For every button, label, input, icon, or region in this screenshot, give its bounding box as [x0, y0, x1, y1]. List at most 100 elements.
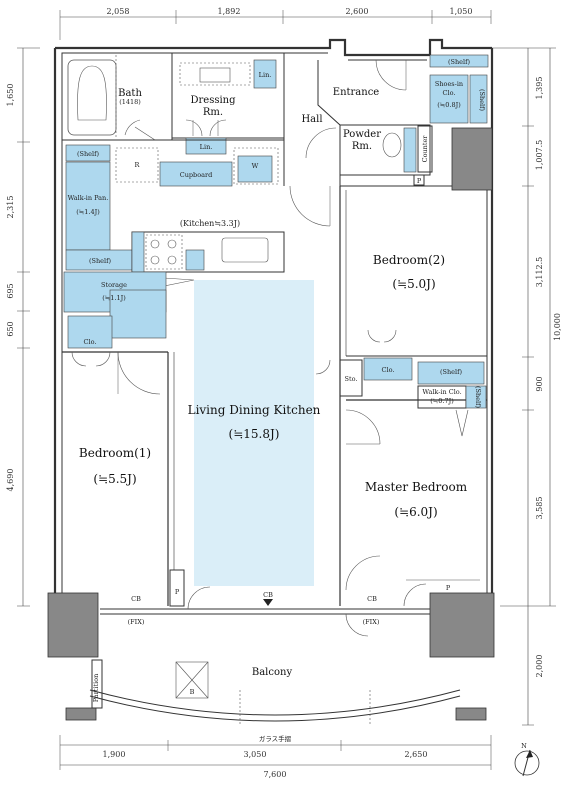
dressing-area: Lin. Dressing Rm. Lin. — [171, 52, 285, 155]
bath-label: Bath — [118, 88, 142, 99]
shelf-pantry2-label: (Shelf) — [89, 257, 112, 265]
right-dim-1: 1,395 — [535, 77, 544, 100]
fix-left-label: (FIX) — [128, 618, 145, 626]
kitchen-label: (Kitchen≒3.3J) — [180, 219, 240, 228]
bedroom1-label: Bedroom(1) — [79, 446, 151, 460]
entrance-label: Entrance — [333, 87, 380, 98]
entrance-area: Entrance Hall (Shelf) Shoes-in Clo. (≒0.… — [283, 53, 489, 186]
cupboard — [159, 161, 233, 187]
powder-label: Powder — [343, 129, 381, 140]
bottom-dim-total: 7,600 — [264, 770, 287, 779]
shelf-pantry — [65, 144, 111, 162]
storage-label: Storage — [101, 281, 127, 289]
pantry-area: (Shelf) Walk-in Pan. (≒1.4J) (Shelf) R C… — [65, 144, 279, 271]
north-label: N — [521, 742, 527, 750]
top-dim-2: 1,892 — [218, 7, 241, 16]
storage-size: (≒1.1J) — [102, 294, 126, 302]
bottom-dim-1: 1,900 — [103, 750, 126, 759]
clo-master-label: Clo. — [382, 366, 395, 374]
wic-side-label: (Shelf) — [474, 386, 482, 409]
linen-top — [253, 59, 277, 89]
clo-bed1-label: Clo. — [84, 338, 97, 346]
dressing-rm-label: Rm. — [203, 107, 223, 118]
dressing-label: Dressing — [190, 95, 236, 106]
balcony-post-left — [65, 707, 97, 721]
shelf-top-label: (Shelf) — [448, 58, 471, 66]
right-dim-4: 900 — [535, 376, 544, 391]
right-dimensions: 1,395 1,007.5 3,112.5 900 3,585 2,000 10… — [492, 47, 562, 726]
lin-dressing-label: Lin. — [200, 143, 213, 151]
bedroom1-size: (≒5.5J) — [93, 472, 136, 486]
powder-rm-label: Rm. — [352, 141, 372, 152]
master-size: (≒6.0J) — [394, 505, 437, 519]
pipe-p-label: P — [417, 177, 422, 185]
shoes-size: (≒0.8J) — [437, 101, 461, 109]
refrigerator-label: R — [135, 161, 141, 169]
left-dim-3: 695 — [6, 283, 15, 298]
window-row: P P CB CB CB (FIX) (FIX) — [128, 569, 480, 637]
balcony-post-right — [455, 707, 487, 721]
bedroom2-label: Bedroom(2) — [373, 253, 445, 267]
shelf-pantry-label: (Shelf) — [77, 150, 100, 158]
bathtub — [67, 59, 117, 136]
walkin-pantry — [65, 161, 111, 251]
sto-label: Sto. — [345, 375, 358, 383]
pipe-p2-label: P — [175, 588, 180, 596]
master-label: Master Bedroom — [365, 480, 468, 494]
right-dim-3: 3,112.5 — [535, 257, 544, 288]
left-dim-2: 2,315 — [6, 196, 15, 219]
wic-label: Walk-in Clo. — [422, 388, 461, 396]
column-bottom-right — [429, 592, 495, 658]
washer-label: W — [252, 162, 259, 170]
top-dim-1: 2,058 — [107, 7, 130, 16]
master-storage: Sto. Clo. (Shelf) Walk-in Clo. (≒0.7J) (… — [339, 357, 487, 437]
shoes-clo — [429, 74, 469, 124]
bottom-dim-3: 2,650 — [405, 750, 428, 759]
left-dim-5: 4,690 — [6, 469, 15, 492]
shoes-label: Shoes-in — [435, 80, 463, 88]
pipe-p3-label: P — [446, 584, 451, 592]
clo-master — [363, 357, 413, 381]
north-arrow: N — [514, 742, 540, 777]
walkin-pan-size: (≒1.4J) — [76, 208, 100, 216]
cb-right-label: CB — [367, 595, 377, 603]
washer — [237, 155, 273, 183]
cb-mid-label: CB — [263, 591, 273, 599]
powder-area: Powder Rm. Counter P — [305, 124, 433, 186]
bottom-dim-2: 3,050 — [244, 750, 267, 759]
right-dim-5: 3,585 — [535, 497, 544, 520]
top-dim-3: 2,600 — [346, 7, 369, 16]
shoes-clo-label: Clo. — [443, 89, 456, 97]
storage-area: Storage (≒1.1J) Clo. — [63, 271, 167, 349]
wic-side-shelf — [465, 385, 487, 409]
powder-counter-blue — [403, 127, 417, 173]
bath-area: Bath (1418) — [61, 52, 173, 141]
partition-label: Partition — [92, 674, 100, 703]
counter-label: Counter — [421, 135, 429, 163]
counter — [417, 125, 433, 173]
shelf-wic-label: (Shelf) — [440, 368, 463, 376]
wic-size: (≒0.7J) — [430, 397, 454, 405]
top-dim-4: 1,050 — [450, 7, 473, 16]
linen-dressing — [185, 137, 227, 155]
shelf-side — [469, 74, 488, 124]
bedroom2-size: (≒5.0J) — [392, 277, 435, 291]
top-dimensions: 2,058 1,892 2,600 1,050 — [59, 7, 492, 40]
hall-label: Hall — [301, 114, 322, 125]
balcony-area: Balcony Partition B ガラス手摺 — [65, 659, 487, 743]
balcony-label: Balcony — [252, 667, 293, 678]
right-dim-2: 1,007.5 — [535, 140, 544, 171]
shelf-side-label: (Shelf) — [478, 89, 486, 112]
ldk-area — [194, 280, 314, 586]
right-dim-total: 10,000 — [553, 313, 562, 341]
column-right — [451, 127, 493, 191]
left-dim-4: 650 — [6, 321, 15, 336]
railing-label: ガラス手摺 — [259, 734, 292, 743]
clo-bed1 — [67, 315, 113, 349]
door-swings — [71, 185, 397, 591]
hatch-label: B — [190, 688, 195, 696]
bath-size: (1418) — [119, 98, 141, 106]
walkin-pan-label: Walk-in Pan. — [68, 194, 109, 202]
shelf-top — [429, 54, 489, 68]
